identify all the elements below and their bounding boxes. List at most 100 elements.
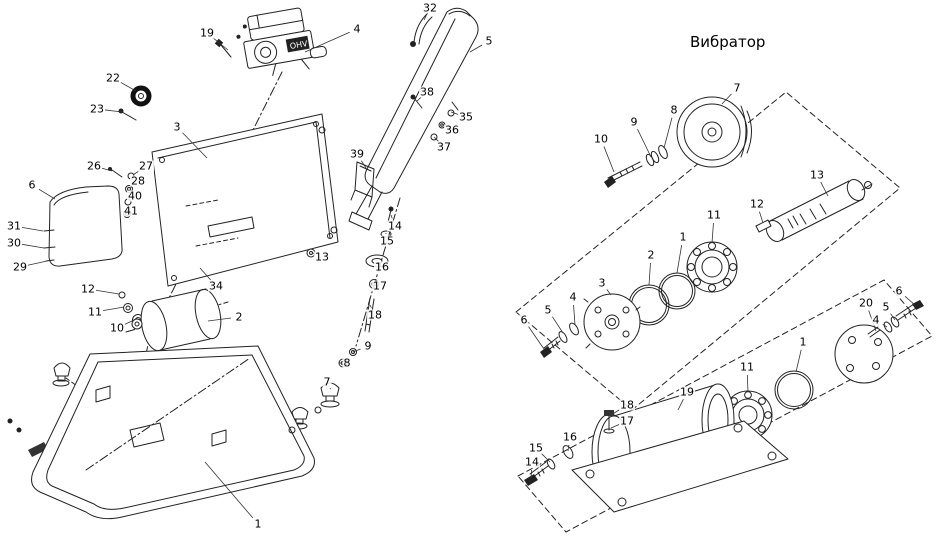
leader-line bbox=[637, 129, 652, 158]
leader-line bbox=[119, 81, 137, 92]
oring-right bbox=[775, 371, 813, 409]
leader-line bbox=[450, 111, 459, 115]
part-label-left-8-33: 8 bbox=[342, 356, 352, 370]
leader-line bbox=[610, 423, 620, 429]
handle-frame bbox=[349, 8, 478, 230]
part-label-right-18-20: 18 bbox=[619, 398, 635, 412]
grommet bbox=[133, 88, 149, 104]
part-label-left-27-6: 27 bbox=[138, 159, 154, 173]
leader-line bbox=[904, 295, 916, 306]
leader-line bbox=[199, 267, 211, 281]
leader-line bbox=[882, 323, 888, 328]
part-label-left-9-32: 9 bbox=[363, 339, 373, 353]
part-label-right-4-10: 4 bbox=[568, 290, 578, 304]
part-label-right-11-6: 11 bbox=[706, 208, 722, 222]
part-label-right-4-16: 4 bbox=[871, 313, 881, 327]
leader-line bbox=[610, 408, 621, 416]
leader-line bbox=[606, 289, 612, 296]
part-label-right-5-15: 5 bbox=[881, 300, 891, 314]
part-label-right-1-17: 1 bbox=[798, 335, 808, 349]
eccentric-shaft bbox=[763, 177, 872, 245]
leader-line bbox=[360, 160, 367, 169]
part-label-left-34-17: 34 bbox=[208, 279, 224, 293]
part-label-left-19-0: 19 bbox=[199, 26, 215, 40]
leader-line bbox=[567, 444, 570, 452]
leader-line bbox=[21, 226, 44, 232]
part-label-left-4-1: 4 bbox=[352, 22, 362, 36]
part-label-left-29-13: 29 bbox=[12, 260, 28, 274]
part-label-left-18-31: 18 bbox=[367, 308, 383, 322]
end-cover-right bbox=[835, 325, 893, 383]
exciter-motor bbox=[132, 287, 225, 353]
engine-badge-text: OHV bbox=[289, 39, 309, 51]
leader-line bbox=[676, 244, 683, 274]
leader-line bbox=[369, 304, 372, 309]
part-label-right-9-2: 9 bbox=[629, 115, 639, 129]
part-label-right-1-7: 1 bbox=[678, 230, 688, 244]
part-label-left-15-28: 15 bbox=[379, 234, 395, 248]
part-label-left-3-4: 3 bbox=[172, 120, 182, 134]
leader-line bbox=[795, 349, 802, 373]
part-label-right-14-24: 14 bbox=[524, 455, 540, 469]
part-label-right-7-0: 7 bbox=[732, 81, 742, 95]
part-label-right-13-4: 13 bbox=[809, 168, 825, 182]
leader-line bbox=[711, 222, 714, 244]
part-label-left-40-8: 40 bbox=[127, 189, 143, 203]
leader-line bbox=[530, 469, 532, 479]
part-label-left-39-26: 39 bbox=[349, 147, 365, 161]
part-label-left-36-24: 36 bbox=[444, 123, 460, 137]
handle-bracket bbox=[351, 162, 374, 207]
part-label-right-8-1: 8 bbox=[669, 103, 679, 117]
leader-line bbox=[573, 304, 576, 326]
part-label-left-13-19: 13 bbox=[314, 250, 330, 264]
cover-bolt-left bbox=[540, 322, 580, 358]
engine-badge-plate bbox=[285, 35, 310, 53]
part-label-left-1-35: 1 bbox=[253, 517, 263, 531]
part-label-right-5-11: 5 bbox=[543, 303, 553, 317]
pulley bbox=[677, 97, 752, 167]
part-label-right-19-19: 19 bbox=[679, 385, 695, 399]
leader-line bbox=[304, 31, 350, 53]
leader-line bbox=[603, 146, 615, 173]
compactor-diagram: OHV bbox=[7, 4, 479, 519]
end-cover-left bbox=[584, 294, 640, 350]
part-label-left-32-20: 32 bbox=[422, 1, 438, 15]
part-label-left-10-16: 10 bbox=[109, 321, 125, 335]
leader-line bbox=[182, 132, 208, 159]
part-label-left-22-2: 22 bbox=[105, 71, 121, 85]
leader-line bbox=[207, 317, 232, 322]
part-label-left-31-11: 31 bbox=[6, 219, 22, 233]
part-label-left-6-10: 6 bbox=[27, 178, 37, 192]
leader-line bbox=[104, 109, 123, 113]
part-label-left-12-14: 12 bbox=[80, 282, 96, 296]
part-label-right-10-3: 10 bbox=[593, 132, 609, 146]
part-label-right-20-14: 20 bbox=[858, 296, 874, 310]
leader-line bbox=[433, 136, 439, 142]
part-label-left-30-12: 30 bbox=[6, 236, 22, 250]
housing-bolt bbox=[524, 444, 575, 486]
part-label-right-11-18: 11 bbox=[739, 360, 755, 374]
leader-line bbox=[677, 398, 684, 411]
base-plate bbox=[32, 346, 315, 519]
vibrator-section-title: Вибратор bbox=[690, 33, 766, 51]
throttle-lever bbox=[410, 13, 432, 47]
part-label-left-14-27: 14 bbox=[387, 219, 403, 233]
leader-line bbox=[528, 326, 545, 350]
leader-line bbox=[890, 313, 896, 321]
leader-line bbox=[390, 214, 393, 219]
part-label-left-5-21: 5 bbox=[484, 34, 494, 48]
dashed-plane-upper bbox=[516, 92, 900, 410]
leader-line bbox=[721, 93, 732, 105]
leader-line bbox=[102, 306, 125, 312]
belt-guard bbox=[44, 186, 122, 266]
leader-line bbox=[204, 461, 254, 519]
part-label-right-6-13: 6 bbox=[894, 284, 904, 298]
part-label-right-15-23: 15 bbox=[528, 441, 544, 455]
handle-fasteners bbox=[410, 94, 459, 141]
leader-line bbox=[759, 211, 764, 224]
leader-line bbox=[129, 185, 133, 189]
part-label-left-7-34: 7 bbox=[322, 375, 332, 389]
bearing-upper bbox=[687, 242, 737, 292]
